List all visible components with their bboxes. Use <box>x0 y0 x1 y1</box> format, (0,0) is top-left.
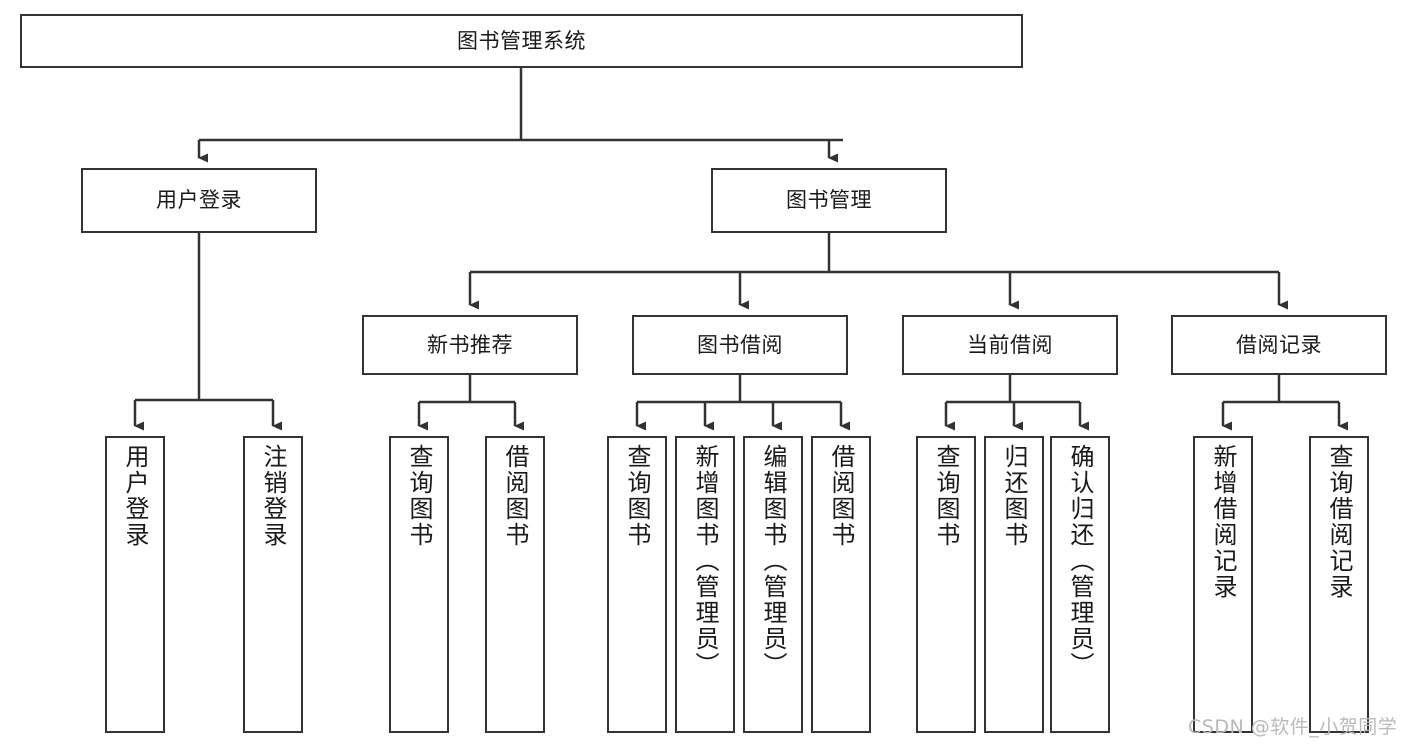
leaf-query-book-newbook[interactable]: 查询图书 <box>389 436 449 733</box>
leaf-query-book-newbook-label: 查询图书 <box>405 444 433 548</box>
leaf-confirm-return-admin[interactable]: 确认归还（管理员） <box>1050 436 1110 733</box>
leaf-query-book-current-label: 查询图书 <box>932 444 960 548</box>
node-book-management[interactable]: 图书管理 <box>711 168 947 233</box>
node-borrow-record[interactable]: 借阅记录 <box>1171 315 1387 375</box>
leaf-query-borrow-record[interactable]: 查询借阅记录 <box>1309 436 1369 733</box>
leaf-return-book-label: 归还图书 <box>1000 444 1028 548</box>
node-book-borrow-label: 图书借阅 <box>697 332 783 357</box>
node-book-borrow[interactable]: 图书借阅 <box>632 315 848 375</box>
node-borrow-record-label: 借阅记录 <box>1236 332 1322 357</box>
leaf-add-book-admin-label: 新增图书（管理员） <box>691 444 719 678</box>
leaf-borrow-book-newbook-label: 借阅图书 <box>501 444 529 548</box>
node-root-label: 图书管理系统 <box>457 28 586 53</box>
leaf-logout-label: 注销登录 <box>259 444 287 548</box>
leaf-edit-book-admin[interactable]: 编辑图书（管理员） <box>743 436 803 733</box>
leaf-query-book-borrow[interactable]: 查询图书 <box>607 436 667 733</box>
node-new-book-recommend-label: 新书推荐 <box>427 332 513 357</box>
leaf-borrow-book-label: 借阅图书 <box>827 444 855 548</box>
node-new-book-recommend[interactable]: 新书推荐 <box>362 315 578 375</box>
node-current-borrow[interactable]: 当前借阅 <box>902 315 1118 375</box>
leaf-logout[interactable]: 注销登录 <box>243 436 303 733</box>
node-user-login[interactable]: 用户登录 <box>81 168 317 233</box>
leaf-query-borrow-record-label: 查询借阅记录 <box>1325 444 1353 600</box>
node-root[interactable]: 图书管理系统 <box>20 14 1023 68</box>
leaf-borrow-book[interactable]: 借阅图书 <box>811 436 871 733</box>
node-user-login-label: 用户登录 <box>156 188 242 213</box>
leaf-add-borrow-record[interactable]: 新增借阅记录 <box>1193 436 1253 733</box>
node-book-management-label: 图书管理 <box>786 188 872 213</box>
leaf-query-book-current[interactable]: 查询图书 <box>916 436 976 733</box>
leaf-add-borrow-record-label: 新增借阅记录 <box>1209 444 1237 600</box>
leaf-query-book-borrow-label: 查询图书 <box>623 444 651 548</box>
leaf-return-book[interactable]: 归还图书 <box>984 436 1044 733</box>
leaf-add-book-admin[interactable]: 新增图书（管理员） <box>675 436 735 733</box>
leaf-user-login[interactable]: 用户登录 <box>105 436 165 733</box>
leaf-edit-book-admin-label: 编辑图书（管理员） <box>759 444 787 678</box>
node-current-borrow-label: 当前借阅 <box>967 332 1053 357</box>
leaf-confirm-return-admin-label: 确认归还（管理员） <box>1066 444 1094 678</box>
leaf-user-login-label: 用户登录 <box>121 444 149 548</box>
leaf-borrow-book-newbook[interactable]: 借阅图书 <box>485 436 545 733</box>
